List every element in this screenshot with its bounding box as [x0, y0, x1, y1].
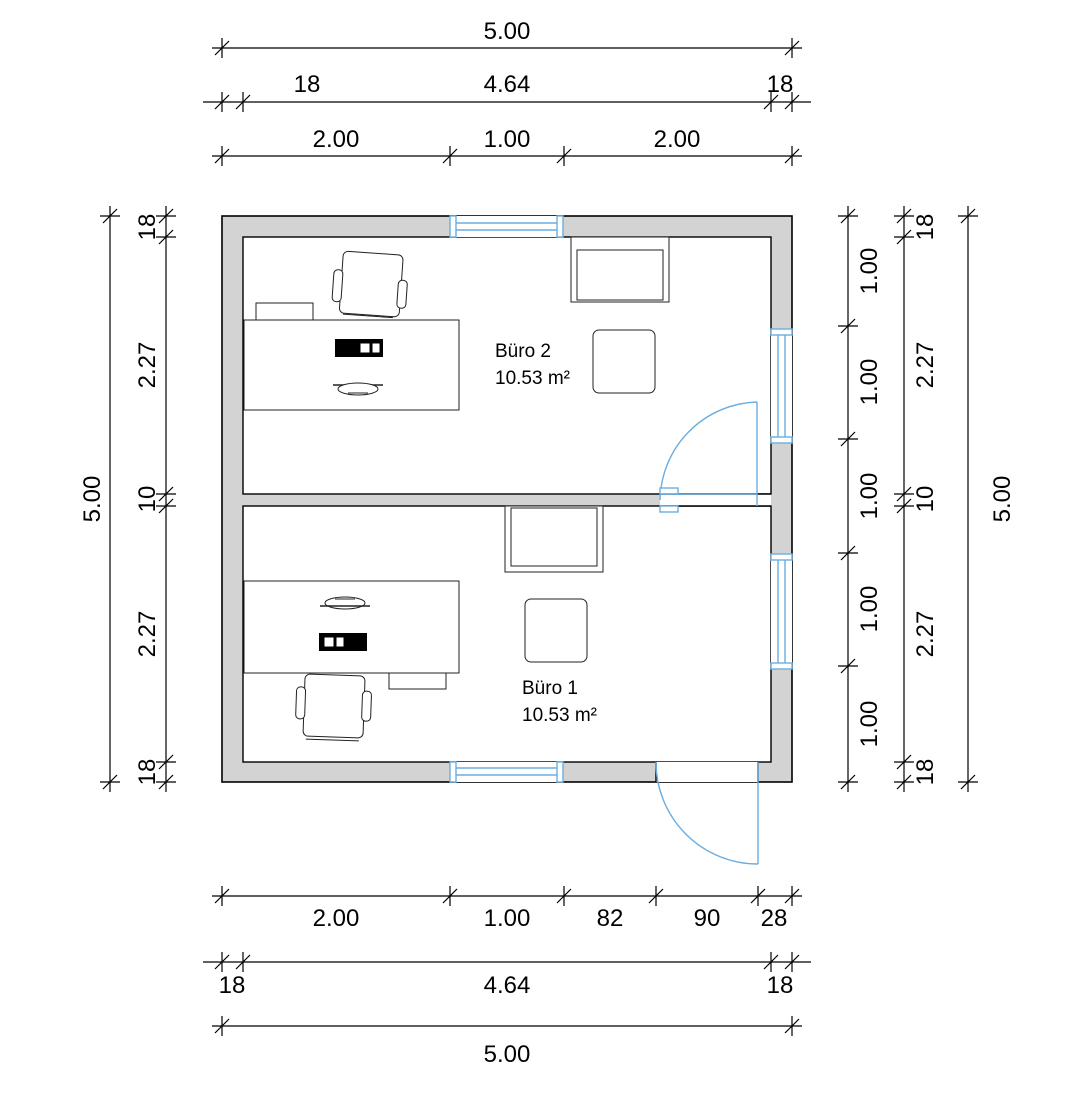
dim-label: 2.27: [912, 611, 939, 658]
furniture-buero-2: [243, 236, 670, 411]
dim-label: 4.64: [484, 71, 531, 98]
desk: [243, 319, 460, 411]
dim-right-segments: 18 2.27 10 2.27 18: [894, 206, 939, 792]
dim-label: 18: [912, 759, 939, 786]
dim-label: 82: [597, 905, 624, 932]
keyboard: [335, 339, 383, 357]
office-chair: [295, 673, 372, 742]
dim-label: 10: [912, 486, 939, 513]
dim-label: 5.00: [79, 476, 106, 523]
dim-left-segments: 18 2.27 10 2.27 18: [134, 206, 176, 792]
dim-right-openings: 1.00 1.00 1.00 1.00 1.00: [838, 206, 883, 792]
window-bottom: [449, 761, 564, 783]
dim-label: 18: [912, 214, 939, 241]
dim-label: 1.00: [856, 586, 883, 633]
dim-label: 18: [294, 71, 321, 98]
dim-label: 1.00: [856, 701, 883, 748]
dim-label: 2.00: [313, 126, 360, 153]
dim-bottom-walls: 18 4.64 18: [203, 952, 811, 999]
dim-label: 1.00: [856, 359, 883, 406]
room-area: 10.53 m²: [495, 368, 570, 389]
dim-label: 5.00: [484, 18, 531, 45]
dim-left-total: 5.00: [79, 206, 120, 792]
dim-label: 5.00: [484, 1041, 531, 1068]
cabinet: [255, 302, 314, 322]
dim-label: 2.27: [134, 342, 161, 389]
dim-label: 90: [694, 905, 721, 932]
cabinet: [388, 672, 447, 690]
dim-label: 5.00: [989, 476, 1016, 523]
room-name: Büro 2: [495, 341, 551, 362]
dim-label: 18: [767, 71, 794, 98]
dim-label: 2.27: [912, 342, 939, 389]
windows: [449, 215, 793, 783]
window-top: [449, 215, 564, 238]
armchair: [570, 236, 670, 303]
monitor: [333, 382, 383, 396]
dim-label: 2.00: [654, 126, 701, 153]
dim-bottom-openings: 2.00 1.00 82 90 28: [212, 886, 802, 932]
dim-right-total: 5.00: [958, 206, 1016, 792]
armchair: [504, 505, 604, 573]
dim-label: 2.27: [134, 611, 161, 658]
dim-label: 1.00: [484, 905, 531, 932]
door-entrance: [655, 761, 759, 865]
dim-top-walls: 18 4.64 18: [203, 71, 811, 112]
doors: [655, 401, 771, 865]
dim-label: 18: [767, 972, 794, 999]
dim-bottom-total: 5.00: [212, 1016, 802, 1068]
door-interior: [659, 401, 771, 513]
room-name: Büro 1: [522, 678, 578, 699]
dim-label: 28: [761, 905, 788, 932]
dim-label: 18: [219, 972, 246, 999]
dim-top-openings: 2.00 1.00 2.00: [212, 126, 802, 166]
dim-label: 10: [134, 486, 161, 513]
monitor: [320, 596, 370, 610]
furniture-buero-1: [243, 505, 604, 742]
room-label-buero-2: Büro 2 10.53 m²: [495, 341, 570, 389]
dim-label: 2.00: [313, 905, 360, 932]
window-right-upper: [770, 328, 793, 444]
dim-label: 18: [134, 759, 161, 786]
side-table: [592, 329, 656, 394]
room-area: 10.53 m²: [522, 705, 597, 726]
dim-label: 1.00: [856, 473, 883, 520]
office-chair: [331, 250, 408, 319]
room-label-buero-1: Büro 1 10.53 m²: [522, 678, 597, 726]
dim-top-total: 5.00: [212, 18, 802, 58]
dim-label: 4.64: [484, 972, 531, 999]
side-table: [524, 598, 588, 663]
window-right-lower: [770, 553, 793, 670]
desk: [243, 580, 460, 674]
dim-label: 18: [134, 214, 161, 241]
dim-label: 1.00: [484, 126, 531, 153]
dim-label: 1.00: [856, 248, 883, 295]
